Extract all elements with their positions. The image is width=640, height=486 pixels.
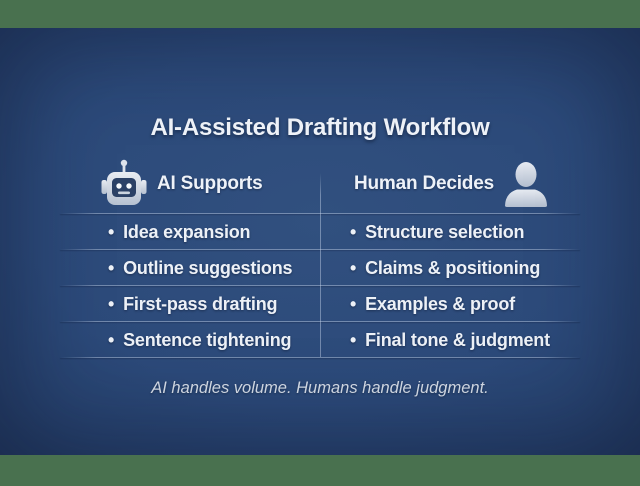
page-title: AI-Assisted Drafting Workflow <box>150 114 490 141</box>
list-item: First-pass drafting <box>108 286 333 322</box>
list-item: Outline suggestions <box>108 250 333 286</box>
column-header-label: AI Supports <box>157 173 263 194</box>
human-decides-list: Structure selection Claims & positioning… <box>350 214 575 358</box>
ai-supports-list: Idea expansion Outline suggestions First… <box>108 214 333 358</box>
person-icon <box>503 161 547 207</box>
list-item: Structure selection <box>350 214 575 250</box>
list-item: Idea expansion <box>108 214 333 250</box>
column-header-human-decides: Human Decides <box>354 161 547 207</box>
list-item: Final tone & judgment <box>350 322 575 358</box>
bottom-green-band <box>0 455 640 486</box>
slide-background: AI-Assisted Drafting Workflow <box>0 28 640 455</box>
top-green-band <box>0 0 640 28</box>
list-item: Sentence tightening <box>108 322 333 358</box>
list-item: Claims & positioning <box>350 250 575 286</box>
list-item: Examples & proof <box>350 286 575 322</box>
column-header-label: Human Decides <box>354 173 494 194</box>
footer-tagline: AI handles volume. Humans handle judgmen… <box>151 379 489 397</box>
robot-icon <box>101 159 147 209</box>
column-header-ai-supports: AI Supports <box>101 159 263 209</box>
